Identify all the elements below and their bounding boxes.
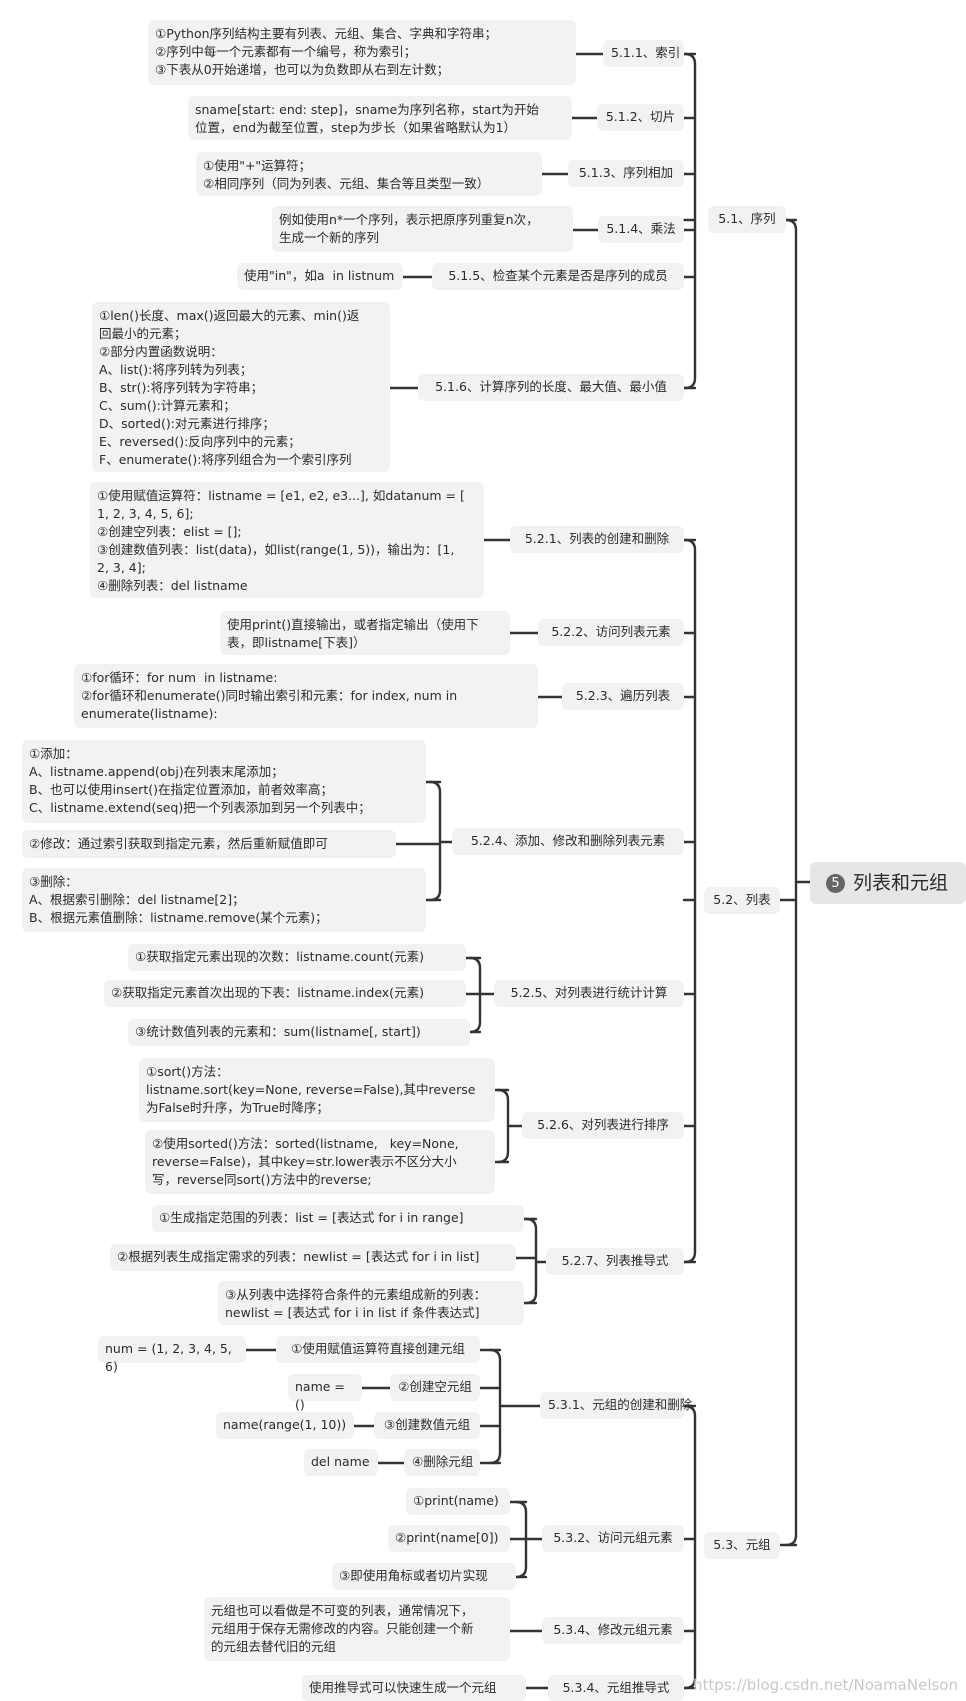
topic-5-2-6[interactable]: 5.2.6、对列表进行排序 [522,1112,684,1139]
note-5-3-2-slice: ③即使用角标或者切片实现 [332,1563,516,1590]
note-5-3-1-del: del name [304,1449,378,1476]
note-5-2-4-modify: ②修改：通过索引获取到指定元素，然后重新赋值即可 [22,830,396,858]
section-5-1[interactable]: 5.1、序列 [708,206,786,233]
connector-bracket [524,1217,538,1305]
topic-5-1-2[interactable]: 5.1.2、切片 [597,104,684,131]
topic-5-3-4-comprehension[interactable]: 5.3.4、元组推导式 [548,1675,684,1701]
note-5-3-4-modify: 元组也可以看做是不可变的列表，通常情况下， 元组用于保存无需修改的内容。只能创建… [204,1597,510,1661]
section-5-2[interactable]: 5.2、列表 [704,887,780,914]
note-5-2-2: 使用print()直接输出，或者指定输出（使用下 表，即listname[下表]… [220,611,510,655]
note-5-2-4-delete: ③删除： A、根据索引删除：del listname[2]； B、根据元素值删除… [22,868,426,932]
note-5-3-1-empty: name = () [288,1374,362,1412]
connector-bracket [784,218,798,1547]
connector-bracket [496,1088,510,1164]
topic-5-2-3[interactable]: 5.2.3、遍历列表 [562,683,684,710]
note-5-3-2-index: ②print(name[0]) [388,1525,510,1552]
topic-5-2-4[interactable]: 5.2.4、添加、修改和删除列表元素 [452,828,684,855]
topic-5-3-4-modify[interactable]: 5.3.4、修改元组元素 [542,1617,684,1644]
note-5-2-7-list: ②根据列表生成指定需求的列表：newlist = [表达式 for i in l… [110,1244,516,1271]
note-5-1-5: 使用"in"，如a in listnum [237,263,403,290]
note-5-1-3: ①使用"+"运算符； ②相同序列（同为列表、元组、集合等且类型一致） [196,152,542,196]
note-5-3-1-assign: num = (1, 2, 3, 4, 5, 6) [98,1336,246,1374]
note-5-1-1: ①Python序列结构主要有列表、元组、集合、字典和字符串； ②序列中每一个元素… [148,20,576,85]
topic-5-2-2[interactable]: 5.2.2、访问列表元素 [538,619,684,646]
note-5-2-7-range: ①生成指定范围的列表：list = [表达式 for i in range] [152,1205,524,1232]
note-5-2-5-sum: ③统计数值列表的元素和：sum(listname[, start]) [128,1019,470,1046]
note-5-1-4: 例如使用n*一个序列，表示把原序列重复n次， 生成一个新的序列 [272,206,573,252]
note-5-2-5-index: ②获取指定元素首次出现的下表：listname.index(元素) [104,980,466,1007]
topic-5-2-5[interactable]: 5.2.5、对列表进行统计计算 [494,980,684,1007]
connector-bracket [428,780,442,902]
topic-5-1-1[interactable]: 5.1.1、索引 [603,40,684,67]
note-5-2-7-filter: ③从列表中选择符合条件的元素组成新的列表： newlist = [表达式 for… [218,1281,524,1325]
topic-5-1-3[interactable]: 5.1.3、序列相加 [568,160,684,187]
sub-5-3-1-assign[interactable]: ①使用赋值运算符直接创建元组 [276,1336,480,1363]
watermark: https://blog.csdn.net/NoamaNelson [693,1676,958,1694]
sub-5-3-1-empty[interactable]: ②创建空元组 [390,1374,480,1401]
note-5-3-4-comprehension: 使用推导式可以快速生成一个元组 [302,1675,526,1701]
note-5-1-2: sname[start: end: step]，sname为序列名称，start… [188,96,572,140]
section-5-3[interactable]: 5.3、元组 [704,1532,780,1559]
topic-5-3-1[interactable]: 5.3.1、元组的创建和删除 [540,1392,692,1419]
sub-5-3-1-del[interactable]: ④删除元组 [404,1449,480,1476]
note-5-1-6: ①len()长度、max()返回最大的元素、min()返 回最小的元素； ②部分… [92,302,390,472]
note-5-2-3: ①for循环：for num in listname: ②for循环和enume… [74,664,538,728]
topic-5-1-4[interactable]: 5.1.4、乘法 [598,216,684,243]
root-title: 列表和元组 [853,872,949,894]
sub-5-3-1-range[interactable]: ③创建数值元组 [374,1412,480,1439]
connector-bracket [488,1348,502,1465]
note-5-3-2-print: ①print(name) [406,1488,510,1515]
topic-5-1-5[interactable]: 5.1.5、检查某个元素是否是序列的成员 [432,263,684,290]
connector-bracket [683,1404,697,1690]
note-5-2-4-add: ①添加： A、listname.append(obj)在列表末尾添加； B、也可… [22,740,426,823]
topic-5-1-6[interactable]: 5.1.6、计算序列的长度、最大值、最小值 [418,374,684,401]
note-5-3-1-range: name(range(1, 10)) [216,1412,354,1439]
note-5-2-6-sort: ①sort()方法： listname.sort(key=None, rever… [139,1058,495,1122]
note-5-2-6-sorted: ②使用sorted()方法：sorted(listname, key=None,… [145,1130,495,1194]
number-badge-icon: 5 [826,874,845,893]
topic-5-3-2[interactable]: 5.3.2、访问元组元素 [542,1525,684,1552]
topic-5-2-7[interactable]: 5.2.7、列表推导式 [546,1248,684,1275]
note-5-2-1: ①使用赋值运算符：listname = [e1, e2, e3...], 如da… [90,482,484,598]
topic-5-2-1[interactable]: 5.2.1、列表的创建和删除 [510,526,684,553]
root-topic[interactable]: 5 列表和元组 [810,862,966,904]
note-5-2-5-count: ①获取指定元素出现的次数：listname.count(元素) [128,944,466,971]
